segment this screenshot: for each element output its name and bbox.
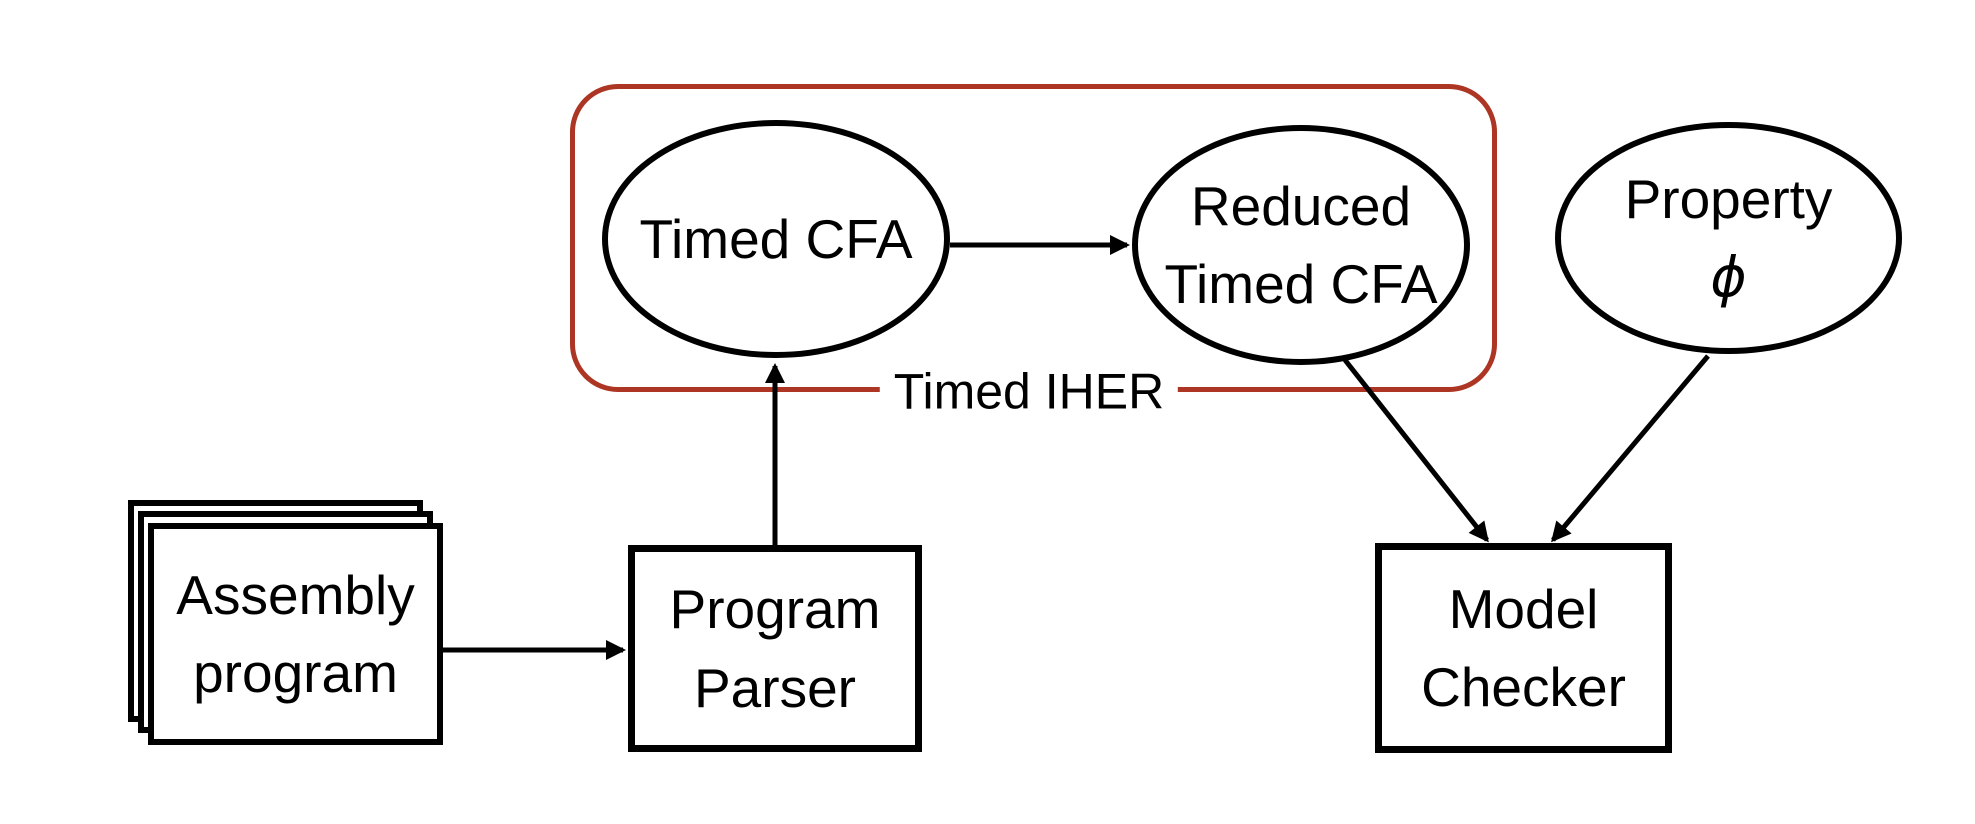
program-parser-label-line2: Parser [694,656,856,719]
model-checker-node: Model Checker [1375,543,1672,753]
property-node: Property ϕ [1555,122,1902,354]
property-label-line1: Property [1624,167,1833,230]
timed-cfa-node: Timed CFA [602,120,950,358]
model-checker-label-line1: Model [1448,577,1599,640]
reduced-timed-cfa-label-line2: Timed CFA [1164,253,1438,315]
program-parser-node: Program Parser [628,545,922,752]
reduced-timed-cfa-node: Reduced Timed CFA [1132,125,1470,365]
timed-cfa-label: Timed CFA [639,207,913,270]
property-phi-symbol: ϕ [1710,245,1747,309]
assembly-program-label-line1: Assembly [176,563,415,626]
arrow-property-to-model-checker [1551,354,1710,543]
assembly-program-node: Assembly program [148,523,443,745]
assembly-program-label-line2: program [193,642,398,704]
reduced-timed-cfa-label-line1: Reduced [1190,174,1412,237]
timed-iher-group-label: Timed IHER [879,364,1179,420]
model-checker-label-line2: Checker [1421,656,1626,718]
program-parser-label-line1: Program [669,578,881,641]
